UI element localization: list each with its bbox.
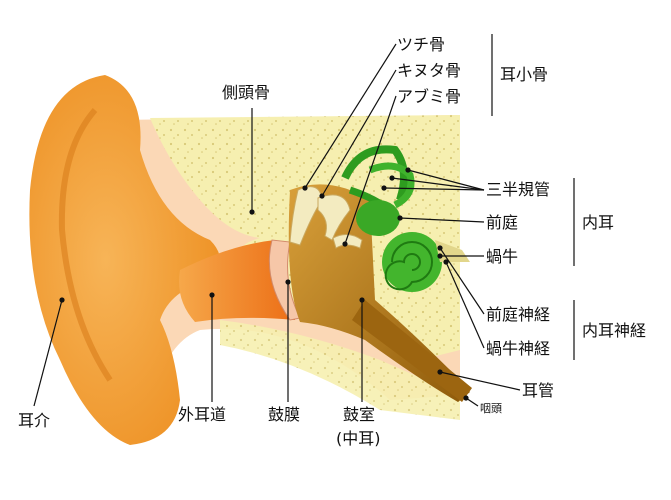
label-tsuchi-kotsu: ツチ骨: [397, 35, 445, 54]
label-jikan: 耳管: [522, 381, 554, 400]
eustachian-tube: [352, 300, 472, 402]
auricle: [29, 75, 220, 445]
label-intou: 咽頭: [480, 402, 502, 415]
label-kinuta-kotsu: キヌタ骨: [397, 61, 461, 80]
label-koshitsu: 鼓室: [343, 405, 375, 424]
label-komaku: 鼓膜: [268, 405, 300, 424]
label-chuuji: (中耳): [336, 429, 381, 448]
label-jikai: 耳介: [18, 411, 50, 430]
auricle-fold: [58, 108, 113, 382]
label-zentei-shinkei: 前庭神経: [486, 305, 550, 324]
eardrum: [268, 239, 301, 321]
label-naiji-shinkei: 内耳神経: [582, 321, 646, 340]
label-kagyuu-shinkei: 蝸牛神経: [486, 339, 550, 358]
label-sokutoukotsu: 側頭骨: [222, 83, 270, 102]
incus: [317, 194, 351, 241]
labels: ツチ骨 キヌタ骨 アブミ骨 耳小骨 側頭骨 三半規管 前庭 蝸牛 内耳 前庭神経…: [18, 34, 646, 448]
label-abumi-kotsu: アブミ骨: [397, 87, 461, 106]
label-kagyuu: 蝸牛: [486, 247, 518, 266]
label-gaijidou: 外耳道: [178, 405, 226, 424]
label-jishoukotsu: 耳小骨: [500, 65, 548, 84]
label-zentei: 前庭: [486, 213, 518, 232]
temporal-bone-lower: [220, 320, 460, 420]
malleus: [289, 186, 323, 246]
leader-lines: [33, 43, 521, 407]
stapes: [332, 234, 363, 249]
ear-canal: [179, 240, 295, 322]
label-naiji: 内耳: [582, 213, 614, 232]
label-sanhankikan: 三半規管: [486, 180, 550, 199]
